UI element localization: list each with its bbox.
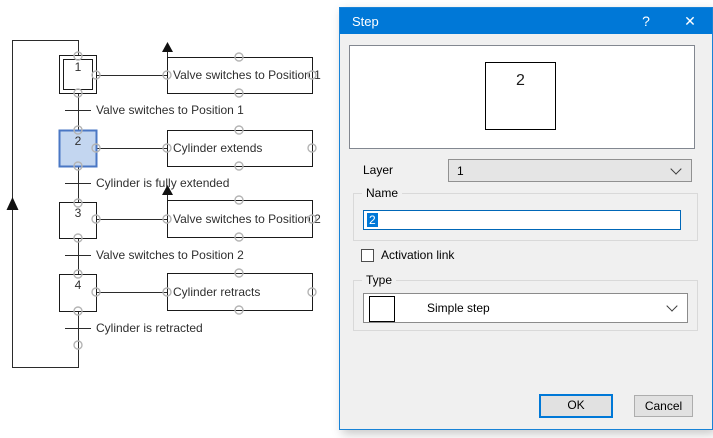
connection-point[interactable] — [73, 198, 83, 208]
activation-arrow-icon — [162, 185, 173, 195]
connection-point[interactable] — [73, 233, 83, 243]
connection-point[interactable] — [73, 125, 83, 135]
connection-point[interactable] — [91, 214, 101, 224]
action-box-2[interactable]: Cylinder extends — [167, 130, 313, 167]
connection-point[interactable] — [234, 305, 244, 315]
connection-point[interactable] — [73, 340, 83, 350]
step-selected-2[interactable]: 2 — [58, 129, 98, 168]
step-number: 3 — [75, 206, 82, 220]
chevron-down-icon — [666, 300, 678, 312]
connection-point[interactable] — [73, 161, 83, 171]
connection-point[interactable] — [234, 268, 244, 278]
transition-label: Cylinder is retracted — [96, 321, 203, 335]
connection-point[interactable] — [234, 161, 244, 171]
type-value: Simple step — [427, 301, 490, 315]
connection-point[interactable] — [307, 214, 317, 224]
connection-point[interactable] — [307, 287, 317, 297]
grafcet-diagram: 1 2 3 4 Valve switches to Position 1 Cyl… — [6, 40, 322, 368]
chevron-down-icon — [670, 162, 682, 175]
connection-point[interactable] — [73, 51, 83, 61]
transition-label: Cylinder is fully extended — [96, 176, 229, 190]
step-number: 2 — [75, 134, 82, 148]
cancel-button[interactable]: Cancel — [634, 395, 693, 417]
connection-point[interactable] — [162, 287, 172, 297]
step-preview-box: 2 — [485, 62, 556, 130]
action-box-1[interactable]: Valve switches to Position 1 — [167, 57, 322, 94]
connection-point[interactable] — [73, 269, 83, 279]
activation-arrow-icon — [162, 42, 173, 52]
connection-point[interactable] — [307, 70, 317, 80]
connection-point[interactable] — [162, 70, 172, 80]
type-group-label: Type — [362, 273, 397, 288]
type-dropdown[interactable]: Simple step — [363, 293, 688, 323]
name-value-selected: 2 — [367, 213, 378, 227]
step-3[interactable]: 3 — [59, 202, 97, 239]
step-4[interactable]: 4 — [59, 274, 97, 312]
simple-step-icon — [369, 296, 395, 322]
action-box-3[interactable]: Valve switches to Position 2 — [167, 200, 322, 238]
activation-link-label: Activation link — [381, 248, 455, 262]
connection-point[interactable] — [91, 143, 101, 153]
connection-point[interactable] — [162, 143, 172, 153]
connection-point[interactable] — [73, 306, 83, 316]
connection-point[interactable] — [73, 88, 83, 98]
action-label: Cylinder extends — [173, 141, 262, 155]
dialog-titlebar[interactable]: Step ? ✕ — [340, 8, 712, 34]
connection-point[interactable] — [91, 287, 101, 297]
step-number: 4 — [75, 278, 82, 292]
step-dialog: Step ? ✕ 2 Layer 1 Name 2 Activation lin… — [339, 7, 713, 430]
name-input[interactable]: 2 — [363, 210, 681, 230]
activation-link-checkbox[interactable] — [361, 249, 374, 262]
layer-value: 1 — [457, 163, 464, 178]
name-groupbox: Name 2 — [353, 186, 698, 241]
connection-point[interactable] — [162, 214, 172, 224]
layer-label: Layer — [363, 163, 394, 177]
connection-point[interactable] — [307, 143, 317, 153]
close-icon[interactable]: ✕ — [684, 12, 696, 29]
action-label: Cylinder retracts — [173, 285, 260, 299]
action-label: Valve switches to Position 1 — [173, 68, 321, 82]
connection-point[interactable] — [234, 125, 244, 135]
connection-point[interactable] — [91, 70, 101, 80]
type-groupbox: Type Simple step — [353, 273, 698, 331]
name-group-label: Name — [362, 186, 403, 201]
connection-point[interactable] — [234, 88, 244, 98]
step-preview-panel: 2 — [349, 45, 695, 149]
connection-point[interactable] — [234, 195, 244, 205]
transition-label: Valve switches to Position 1 — [96, 103, 244, 117]
layer-dropdown[interactable]: 1 — [448, 159, 692, 182]
connection-point[interactable] — [234, 232, 244, 242]
transition-label: Valve switches to Position 2 — [96, 248, 244, 262]
action-label: Valve switches to Position 2 — [173, 212, 321, 226]
connection-point[interactable] — [234, 52, 244, 62]
ok-button[interactable]: OK — [539, 394, 613, 418]
flow-up-arrow-icon — [6, 197, 19, 210]
connection-points — [73, 51, 317, 350]
help-icon[interactable]: ? — [642, 13, 650, 29]
action-box-4[interactable]: Cylinder retracts — [167, 273, 313, 311]
step-initial-1[interactable]: 1 — [59, 55, 97, 94]
step-number: 1 — [75, 60, 82, 74]
dialog-title: Step — [352, 13, 379, 29]
